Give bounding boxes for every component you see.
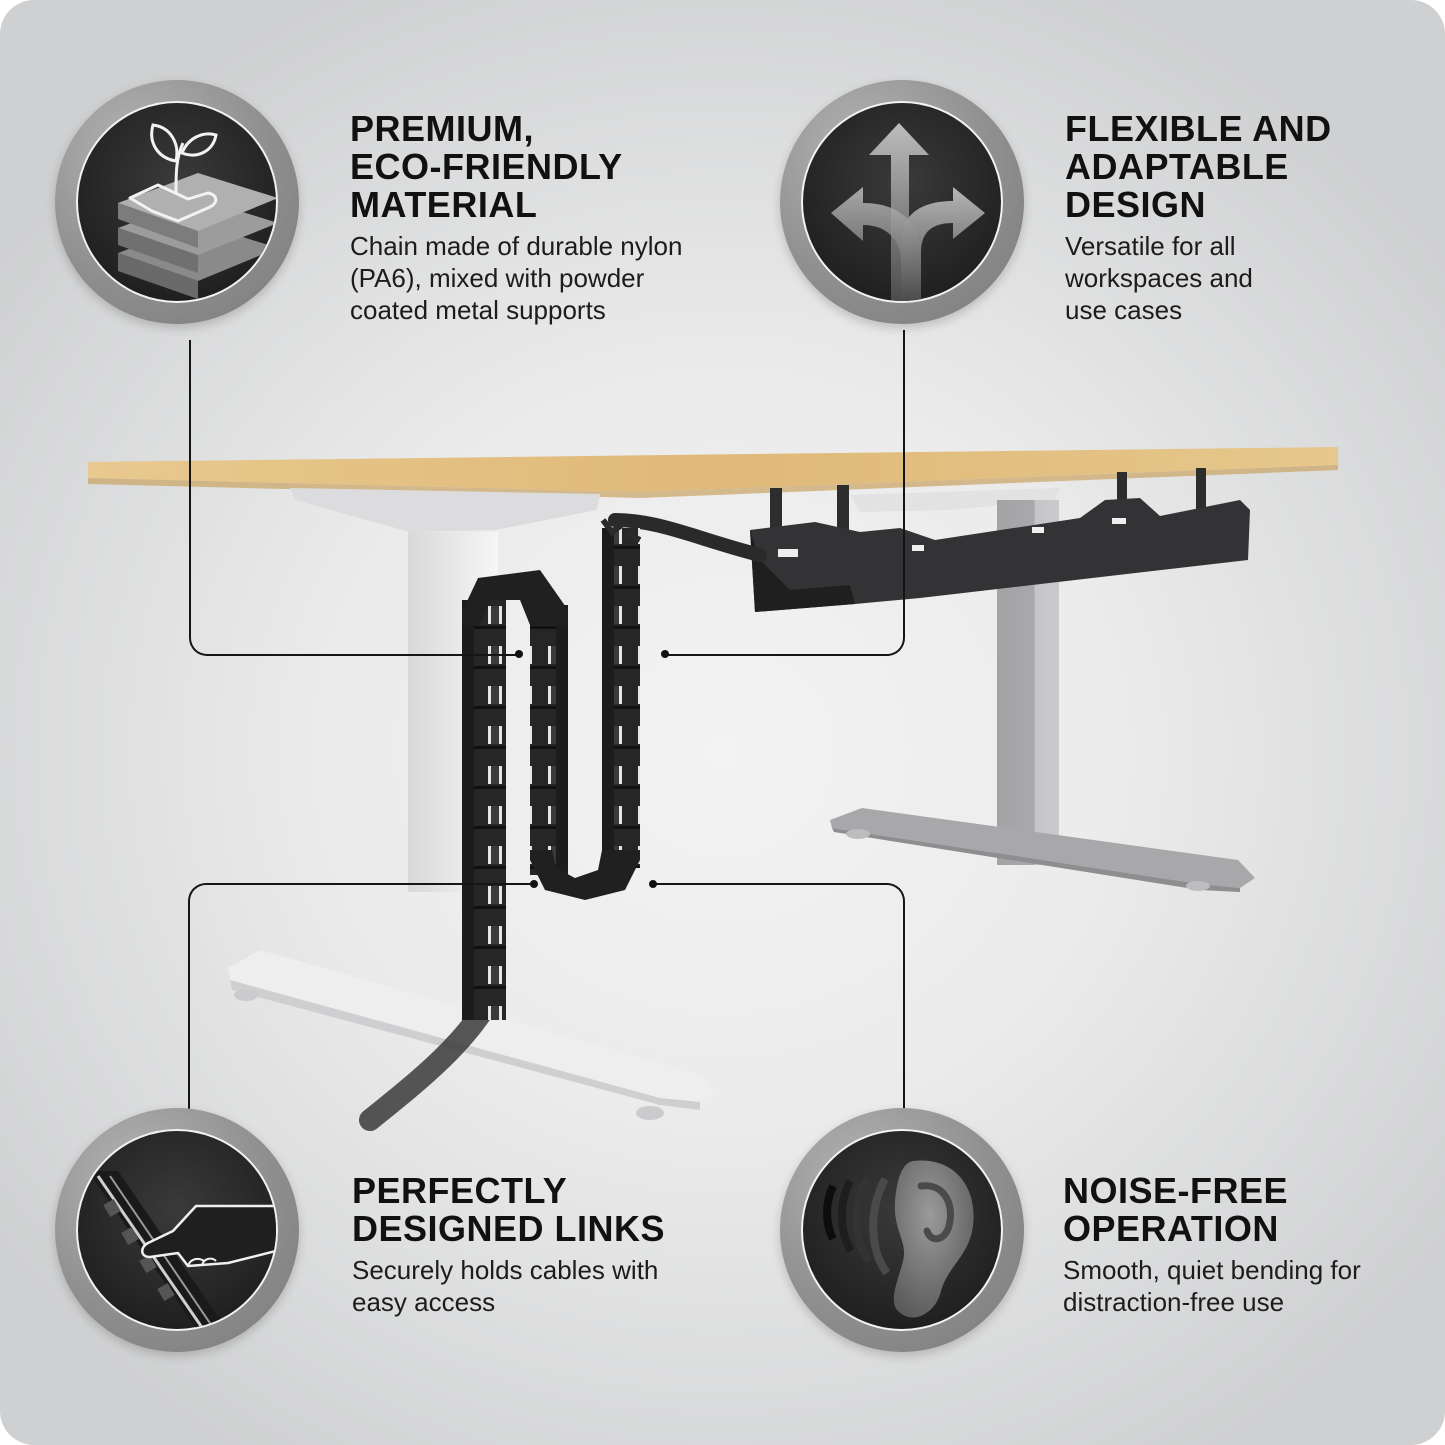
ear-sound-waves-icon (823, 1160, 974, 1318)
callout-dot-flexible-design (661, 650, 669, 658)
callout-line-noise-free (653, 883, 905, 1117)
callout-line-flexible-design (663, 330, 905, 656)
callout-dot-noise-free (649, 880, 657, 888)
plant-hand-layers-icon (118, 123, 276, 299)
callout-dot-designed-links (530, 880, 538, 888)
feature-badge-noise-free (780, 1108, 1024, 1352)
callout-dot-premium-material (515, 650, 523, 658)
hand-on-chain-icon (88, 1171, 276, 1329)
feature-description: Versatile for all workspaces and use cas… (1065, 231, 1253, 325)
callout-line-premium-material (189, 340, 519, 656)
feature-description: Chain made of durable nylon (PA6), mixed… (350, 231, 683, 325)
feature-badge-designed-links (55, 1108, 299, 1352)
callout-line-designed-links (188, 883, 535, 1117)
split-arrows-icon (831, 123, 985, 301)
feature-badge-flexible-design (780, 80, 1024, 324)
feature-description: Securely holds cables with easy access (352, 1255, 659, 1317)
feature-noise-free: NOISE-FREE OPERATION Smooth, quiet bendi… (1063, 1172, 1433, 1318)
feature-title: PERFECTLY DESIGNED LINKS (352, 1170, 666, 1249)
feature-description: Smooth, quiet bending for distraction-fr… (1063, 1255, 1361, 1317)
feature-title: FLEXIBLE AND ADAPTABLE DESIGN (1065, 108, 1332, 225)
feature-badge-premium-material (55, 80, 299, 324)
cable-tray (750, 468, 1250, 612)
feature-title: PREMIUM, ECO-FRIENDLY MATERIAL (350, 108, 623, 225)
feature-title: NOISE-FREE OPERATION (1063, 1170, 1289, 1249)
feature-premium-material: PREMIUM, ECO-FRIENDLY MATERIAL Chain mad… (350, 110, 750, 326)
feature-designed-links: PERFECTLY DESIGNED LINKS Securely holds … (352, 1172, 752, 1318)
feature-flexible-design: FLEXIBLE AND ADAPTABLE DESIGN Versatile … (1065, 110, 1405, 326)
